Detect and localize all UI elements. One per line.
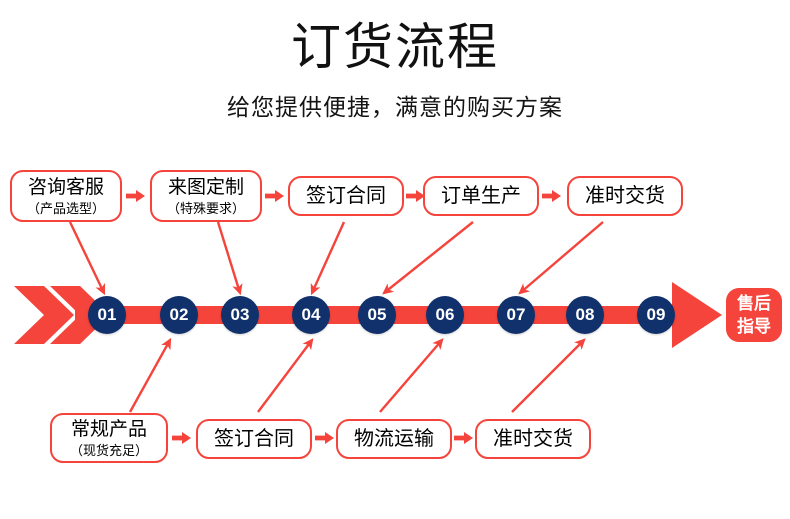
after-sales-badge-line2: 指导 — [737, 317, 771, 336]
top-step-box-1-subtitle: （产品选型） — [26, 200, 105, 216]
page-title: 订货流程 — [291, 19, 499, 75]
top-step-box-1[interactable]: 咨询客服 （产品选型） — [10, 170, 122, 222]
bottom-connector-arrow-2 — [315, 432, 334, 444]
top-connector-arrow-3 — [406, 190, 425, 202]
bottom-step-box-4-title: 准时交货 — [493, 427, 573, 450]
timeline-step-09[interactable]: 09 — [637, 296, 675, 334]
top-connector-arrow-4 — [542, 190, 561, 202]
timeline-step-04[interactable]: 04 — [292, 296, 330, 334]
top-step-box-5[interactable]: 准时交货 — [567, 176, 683, 216]
top-step-box-4[interactable]: 订单生产 — [423, 176, 539, 216]
timeline-step-05[interactable]: 05 — [358, 296, 396, 334]
timeline-step-01[interactable]: 01 — [88, 296, 126, 334]
bottom-step-box-3-title: 物流运输 — [354, 427, 434, 450]
top-connector-arrow-1 — [126, 190, 145, 202]
top-step-box-2[interactable]: 来图定制 （特殊要求） — [150, 170, 262, 222]
timeline-step-08[interactable]: 08 — [566, 296, 604, 334]
top-step-box-5-title: 准时交货 — [585, 184, 665, 207]
bottom-step-box-2[interactable]: 签订合同 — [196, 419, 312, 459]
bottom-step-box-2-title: 签订合同 — [214, 427, 294, 450]
top-connector-arrow-2 — [265, 190, 284, 202]
bottom-connector-arrow-3 — [454, 432, 473, 444]
bottom-step-box-1-title: 常规产品 — [70, 418, 147, 440]
chevron-icon-outer — [14, 286, 74, 344]
timeline-step-06[interactable]: 06 — [426, 296, 464, 334]
timeline-step-03[interactable]: 03 — [221, 296, 259, 334]
timeline-step-07[interactable]: 07 — [497, 296, 535, 334]
bottom-step-box-1-subtitle: （现货充足） — [69, 442, 148, 458]
top-step-box-1-title: 咨询客服 — [27, 176, 104, 198]
bottom-connector-arrow-1 — [172, 432, 191, 444]
bottom-step-box-1[interactable]: 常规产品 （现货充足） — [50, 413, 168, 463]
bottom-step-box-3[interactable]: 物流运输 — [336, 419, 452, 459]
top-step-box-4-title: 订单生产 — [441, 184, 521, 207]
top-step-box-2-subtitle: （特殊要求） — [166, 200, 245, 216]
top-step-box-2-title: 来图定制 — [167, 176, 244, 198]
after-sales-badge-line1: 售后 — [737, 294, 771, 313]
top-step-box-3[interactable]: 签订合同 — [288, 176, 404, 216]
page-subtitle: 给您提供便捷，满意的购买方案 — [227, 94, 563, 120]
timeline-step-02[interactable]: 02 — [160, 296, 198, 334]
after-sales-badge[interactable]: 售后 指导 — [726, 288, 782, 342]
top-step-box-3-title: 签订合同 — [306, 184, 386, 207]
bottom-step-box-4[interactable]: 准时交货 — [475, 419, 591, 459]
